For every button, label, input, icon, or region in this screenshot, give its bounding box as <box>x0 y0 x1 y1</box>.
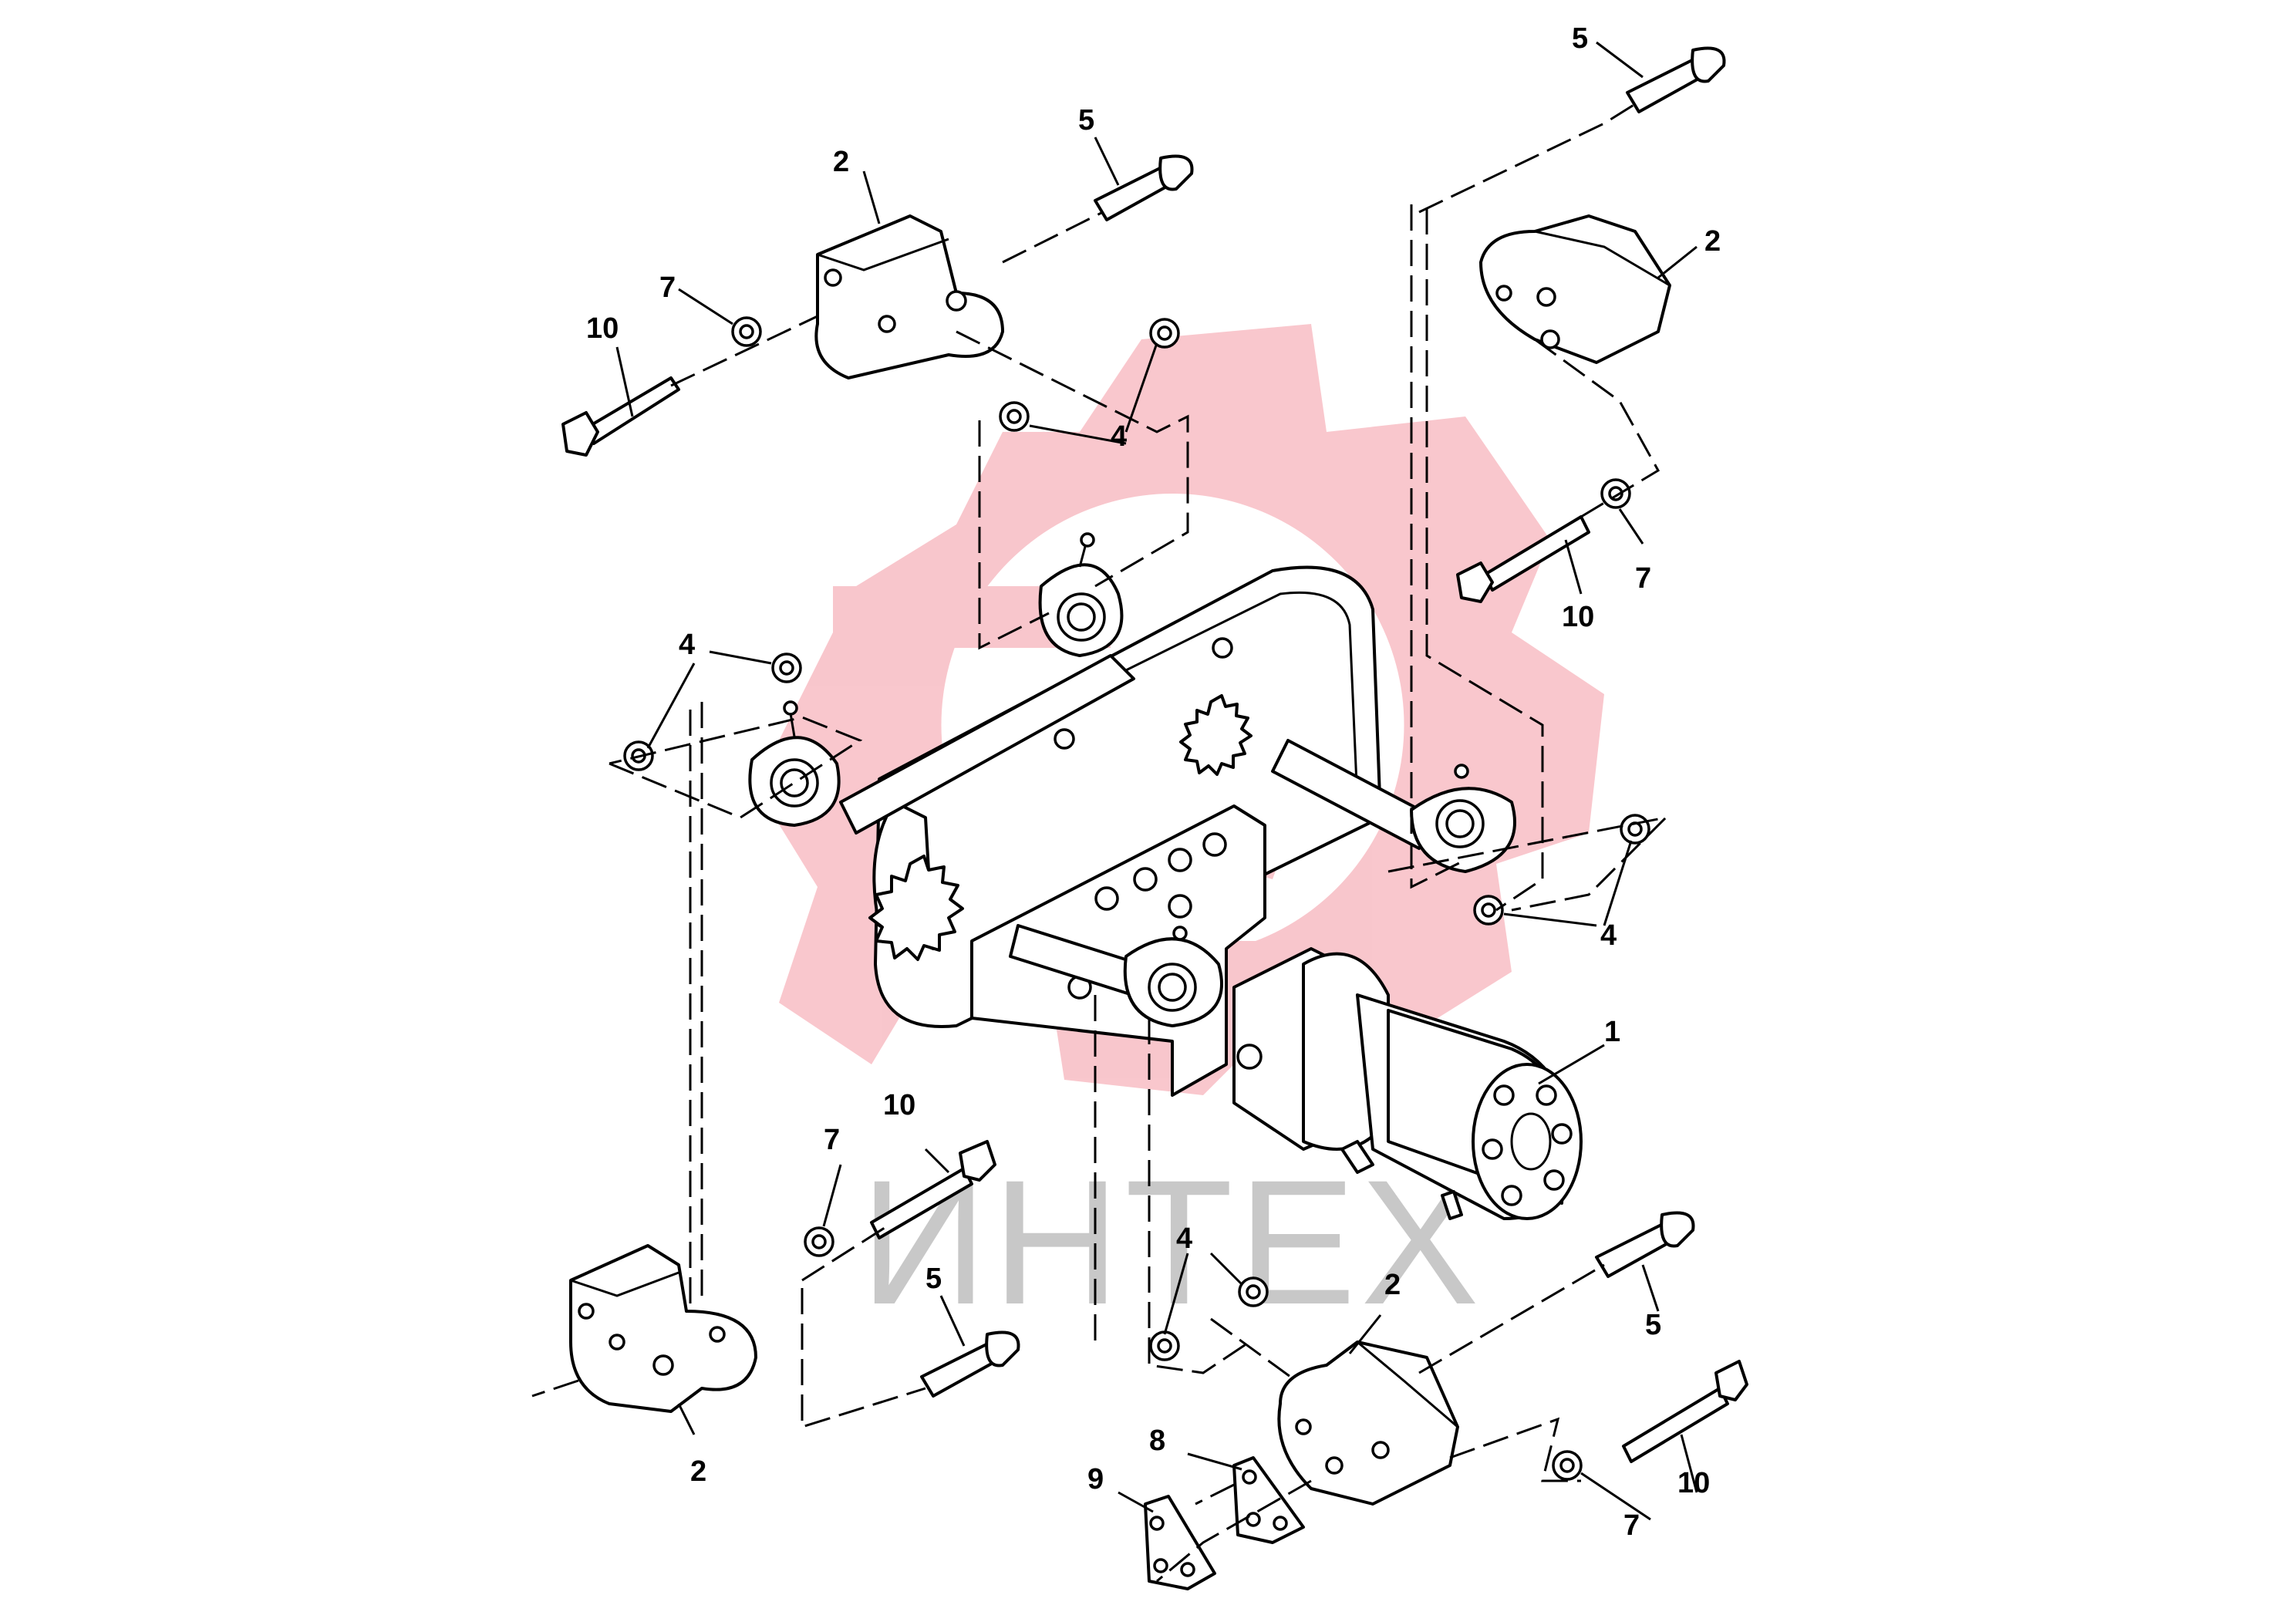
callout-7-top: 7 <box>659 271 676 304</box>
bolt-10-bottom-left <box>870 1140 996 1239</box>
leader-lines <box>615 41 1698 1521</box>
flange-block-bottom-right <box>1277 1340 1459 1506</box>
callout-2-bottom-right: 2 <box>1384 1269 1401 1301</box>
flange-block-bottom-left <box>569 1244 757 1413</box>
callout-7-right: 7 <box>1635 562 1651 595</box>
callout-10-bottom-left: 10 <box>883 1089 915 1121</box>
callout-4-bottom: 4 <box>1176 1222 1192 1255</box>
shim-plate-8 <box>1232 1456 1305 1544</box>
callout-5-top: 5 <box>1078 104 1094 137</box>
callout-10-bottom-right: 10 <box>1677 1467 1710 1499</box>
callout-9: 9 <box>1087 1463 1104 1496</box>
flange-block-top <box>814 214 1004 379</box>
bolt-10-bottom-right <box>1622 1360 1748 1463</box>
callout-8: 8 <box>1149 1425 1165 1457</box>
bearing-right <box>1410 764 1516 873</box>
callout-7-bottom-right: 7 <box>1623 1509 1640 1542</box>
bolt-5-bottom-left <box>920 1330 1020 1398</box>
bearing-bottom <box>1123 926 1223 1027</box>
callout-10-right: 10 <box>1562 601 1594 633</box>
callout-10-top: 10 <box>586 312 619 345</box>
flange-block-right <box>1479 214 1671 364</box>
callout-2-right: 2 <box>1704 225 1721 258</box>
callout-4-right: 4 <box>1600 919 1617 952</box>
bolt-5-top-right <box>1626 46 1726 113</box>
callout-5-bottom-left: 5 <box>925 1263 942 1295</box>
hydraulic-motor <box>1232 947 1583 1220</box>
callout-labels: 1 2 2 2 2 4 4 4 4 5 5 5 5 7 7 7 7 8 9 10… <box>586 22 1721 1542</box>
callout-2-bottom-left: 2 <box>690 1455 706 1488</box>
callout-7-bottom-left: 7 <box>824 1124 840 1156</box>
callout-5-bottom-right: 5 <box>1645 1309 1661 1341</box>
bolt-5-bottom-right <box>1595 1211 1695 1278</box>
bolt-10-right <box>1456 515 1590 603</box>
assembly-lines <box>531 103 1670 1583</box>
callout-1: 1 <box>1604 1016 1620 1048</box>
bolt-10-top <box>561 376 680 457</box>
shim-plate-9 <box>1144 1495 1216 1590</box>
callout-4-left: 4 <box>679 629 695 661</box>
callout-2-top: 2 <box>833 146 849 178</box>
bearing-top <box>1038 532 1124 657</box>
callout-4-top: 4 <box>1111 420 1127 453</box>
callout-5-top-right: 5 <box>1572 22 1588 55</box>
